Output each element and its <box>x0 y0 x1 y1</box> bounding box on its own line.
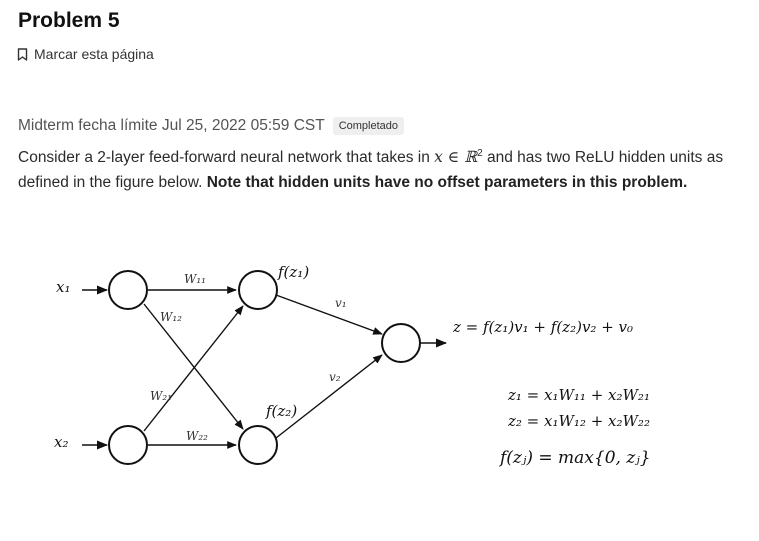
math-x-in-r: x ∈ ℝ <box>434 148 478 167</box>
edge-w12 <box>143 303 244 430</box>
bookmark-label: Marcar esta página <box>34 46 154 62</box>
label-w12: W₁₂ <box>160 310 182 324</box>
hidden-node-1 <box>238 270 278 310</box>
label-w21: W₂₁ <box>150 389 172 403</box>
equation-relu: f(zⱼ) = max{0, zⱼ} <box>498 448 651 468</box>
hidden-node-2 <box>238 425 278 465</box>
label-v1: v₁ <box>335 296 347 310</box>
problem-statement: Consider a 2-layer feed-forward neural n… <box>18 141 748 195</box>
input-node-x1 <box>108 270 148 310</box>
bookmark-button[interactable]: Marcar esta página <box>17 46 154 62</box>
input-node-x2 <box>108 425 148 465</box>
math-exponent: 2 <box>477 148 483 159</box>
network-figure: x₁ x₂ W₁₁ W₁₂ W₂₁ W₂₂ f(z₁) f(z₂) v₁ v₂ … <box>48 250 748 495</box>
edge-v2 <box>275 354 383 439</box>
output-equation: z = f(z₁)v₁ + f(z₂)v₂ + v₀ <box>452 318 633 336</box>
deadline-row: Midterm fecha límite Jul 25, 2022 05:59 … <box>18 117 405 135</box>
equation-z1: z₁ = x₁W₁₁ + x₂W₂₁ <box>507 386 650 404</box>
edge-v1 <box>275 294 383 335</box>
deadline-text: Midterm fecha límite Jul 25, 2022 05:59 … <box>18 117 325 134</box>
statement-rest: and has two ReLU hidden units as defined… <box>18 149 724 192</box>
label-v2: v₂ <box>329 370 341 384</box>
bookmark-icon <box>17 47 28 61</box>
equation-z2: z₂ = x₁W₁₂ + x₂W₂₂ <box>507 412 650 430</box>
problem-title: Problem 5 <box>18 9 120 32</box>
label-x2: x₂ <box>54 433 68 451</box>
output-node <box>381 323 421 363</box>
label-w11: W₁₁ <box>184 272 206 286</box>
label-fz2: f(z₂) <box>265 402 297 420</box>
status-badge: Completado <box>332 117 405 135</box>
label-w22: W₂₂ <box>186 429 208 443</box>
network-diagram: x₁ x₂ W₁₁ W₁₂ W₂₁ W₂₂ f(z₁) f(z₂) v₁ v₂ … <box>54 263 651 468</box>
statement-bold-note: Note that hidden units have no offset pa… <box>206 174 688 192</box>
label-fz1: f(z₁) <box>277 263 309 281</box>
label-x1: x₁ <box>56 278 70 296</box>
edge-w21 <box>143 305 244 432</box>
statement-intro: Consider a 2-layer feed-forward neural n… <box>18 149 430 167</box>
